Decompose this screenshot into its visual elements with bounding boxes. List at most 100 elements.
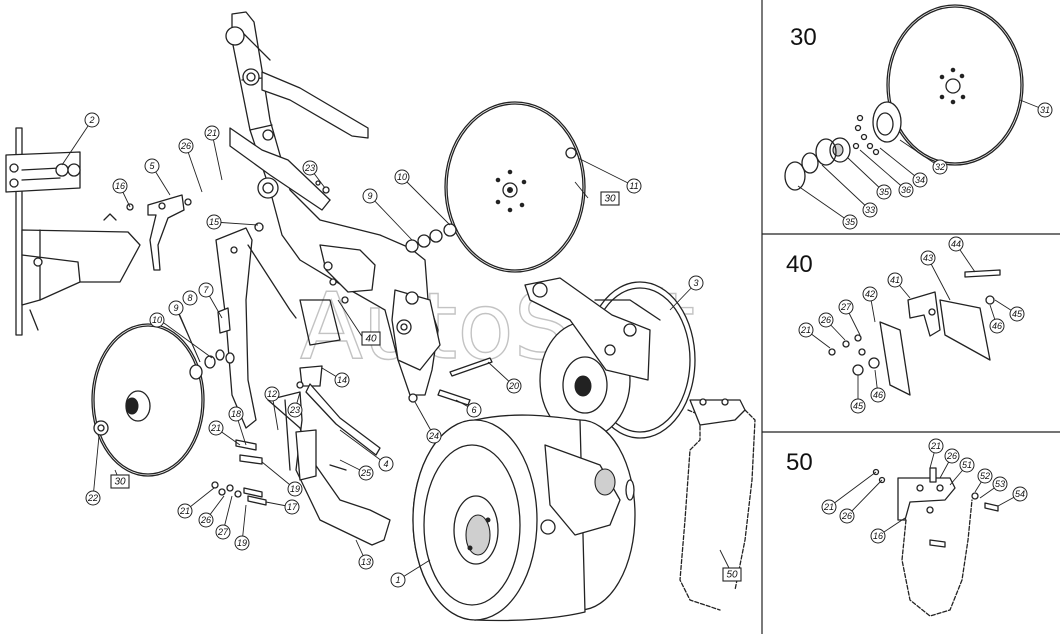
svg-text:41: 41 — [890, 275, 900, 285]
callout-13: 13 — [358, 554, 374, 570]
callout-4: 4 — [378, 456, 394, 472]
callout-21c: 21 — [177, 503, 193, 519]
svg-text:20: 20 — [508, 381, 519, 391]
callout-19b: 19 — [234, 535, 250, 551]
callout-20: 20 — [506, 378, 522, 394]
panel-30-title: 30 — [790, 24, 817, 51]
callout-17: 17 — [284, 499, 300, 515]
callout-21b: 21 — [208, 420, 224, 436]
callout-16: 16 — [112, 178, 128, 194]
callout-27-p40: 27 — [838, 299, 854, 315]
svg-text:52: 52 — [980, 471, 990, 481]
svg-text:12: 12 — [267, 389, 277, 399]
panel-40: 40 — [786, 243, 1018, 406]
hardware-left — [211, 439, 267, 506]
callout-14: 14 — [334, 372, 350, 388]
box-50: 50 — [722, 567, 742, 582]
callout-44: 44 — [948, 236, 964, 252]
svg-text:35: 35 — [879, 187, 890, 197]
callout-16-p50: 16 — [870, 528, 886, 544]
callout-26-p40: 26 — [818, 312, 834, 328]
callout-54: 54 — [1012, 486, 1028, 502]
svg-text:7: 7 — [203, 285, 209, 295]
callout-8: 8 — [182, 290, 198, 306]
svg-text:45: 45 — [853, 401, 864, 411]
svg-text:15: 15 — [209, 217, 220, 227]
svg-text:46: 46 — [873, 390, 883, 400]
svg-text:21: 21 — [823, 502, 834, 512]
callout-33a: 36 — [898, 182, 914, 198]
callout-52: 52 — [977, 468, 993, 484]
callout-26-p50a: 26 — [944, 448, 960, 464]
svg-text:26: 26 — [841, 511, 852, 521]
callout-5: 5 — [144, 158, 160, 174]
press-wheel-1 — [412, 414, 636, 622]
callout-32: 32 — [932, 159, 948, 175]
svg-text:17: 17 — [287, 502, 298, 512]
callout-45b: 45 — [850, 398, 866, 414]
callout-22: 22 — [85, 490, 101, 506]
svg-text:10: 10 — [152, 315, 162, 325]
svg-text:24: 24 — [428, 431, 439, 441]
callout-18: 18 — [228, 406, 244, 422]
callout-46b: 46 — [870, 387, 886, 403]
mount-bracket-2 — [5, 127, 141, 336]
assembly-boxes: 30 30 40 50 — [110, 191, 742, 582]
svg-text:9: 9 — [367, 191, 372, 201]
callouts-50: 21 26 51 52 53 54 21 26 16 — [821, 438, 1028, 544]
callout-23a: 23 — [302, 160, 318, 176]
callout-3: 3 — [688, 275, 704, 291]
svg-text:35: 35 — [845, 217, 856, 227]
callout-24: 24 — [426, 428, 442, 444]
callout-45a: 45 — [1009, 306, 1025, 322]
svg-text:5: 5 — [149, 161, 155, 171]
callout-7: 7 — [198, 282, 214, 298]
svg-text:23: 23 — [289, 405, 300, 415]
svg-text:32: 32 — [935, 162, 945, 172]
svg-text:3: 3 — [693, 278, 698, 288]
callout-41: 41 — [887, 272, 903, 288]
svg-text:26: 26 — [200, 515, 211, 525]
svg-text:1: 1 — [395, 575, 400, 585]
left-disc — [91, 307, 235, 477]
callouts-30: 31 32 34 36 35 33 35 — [842, 102, 1053, 230]
svg-text:14: 14 — [337, 375, 347, 385]
upper-disc — [405, 101, 586, 273]
svg-text:34: 34 — [915, 175, 925, 185]
svg-text:6: 6 — [471, 405, 476, 415]
callout-26b: 26 — [198, 512, 214, 528]
svg-text:26: 26 — [946, 451, 957, 461]
svg-text:19: 19 — [237, 538, 247, 548]
svg-text:16: 16 — [115, 181, 125, 191]
callout-27: 27 — [215, 524, 231, 540]
coil-tine — [267, 365, 391, 546]
callout-53: 53 — [992, 476, 1008, 492]
svg-text:16: 16 — [873, 531, 883, 541]
callout-25: 25 — [358, 465, 374, 481]
callout-43: 43 — [920, 250, 936, 266]
svg-text:13: 13 — [361, 557, 371, 567]
svg-text:18: 18 — [231, 409, 241, 419]
callout-19a: 19 — [287, 481, 303, 497]
callout-21-p50a: 21 — [928, 438, 944, 454]
svg-text:30: 30 — [114, 477, 126, 488]
svg-text:21: 21 — [210, 423, 221, 433]
svg-text:8: 8 — [187, 293, 192, 303]
panel-frames — [761, 0, 1060, 634]
callout-9a: 9 — [362, 188, 378, 204]
svg-text:19: 19 — [290, 484, 300, 494]
svg-text:40: 40 — [365, 334, 377, 345]
svg-text:10: 10 — [397, 172, 407, 182]
svg-text:50: 50 — [726, 570, 738, 581]
callout-1: 1 — [390, 572, 406, 588]
svg-text:42: 42 — [865, 289, 875, 299]
svg-text:30: 30 — [604, 194, 616, 205]
svg-text:2: 2 — [88, 115, 94, 125]
callouts-40: 21 26 27 42 41 43 44 45 46 45 46 — [798, 236, 1025, 414]
callout-21-p50b: 21 — [821, 499, 837, 515]
box-30-left: 30 — [110, 474, 130, 489]
callout-34: 34 — [912, 172, 928, 188]
callout-42: 42 — [862, 286, 878, 302]
